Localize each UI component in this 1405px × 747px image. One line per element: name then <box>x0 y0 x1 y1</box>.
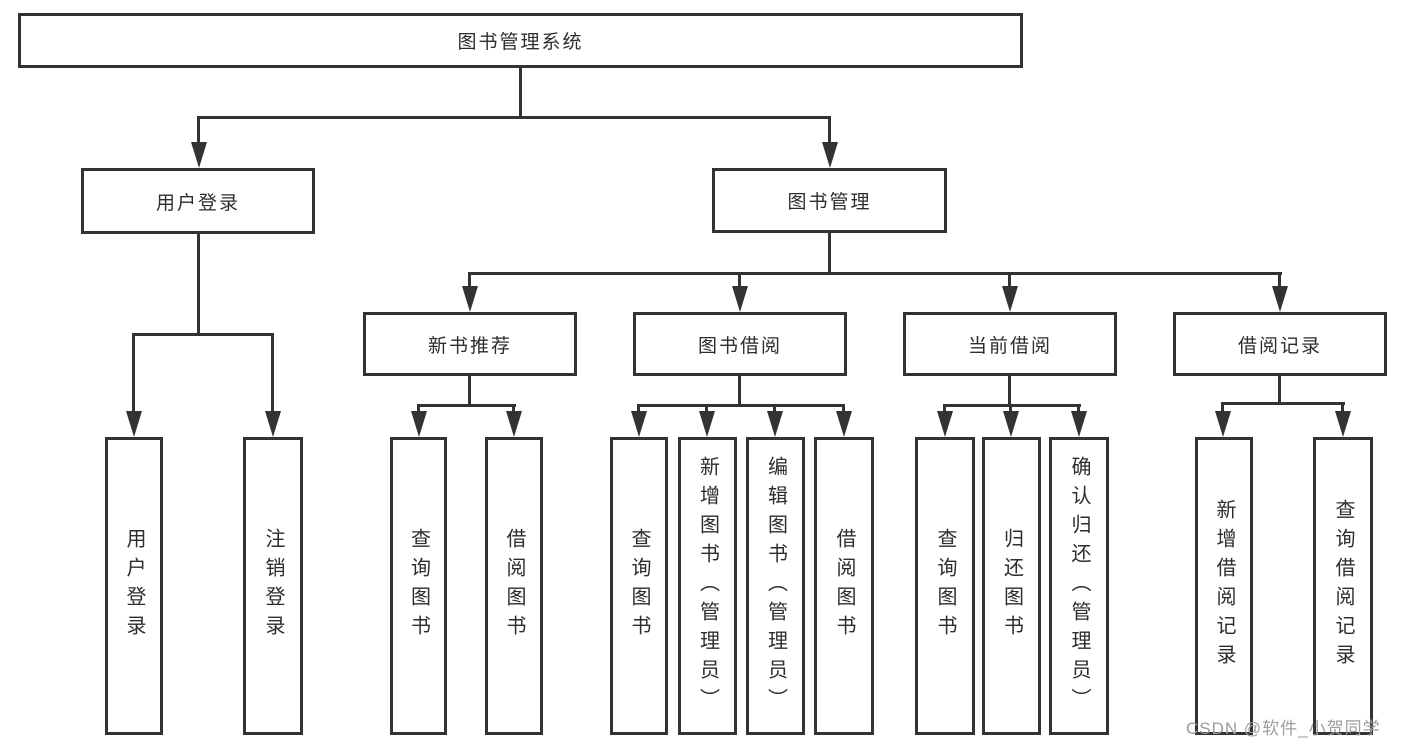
connector-line <box>1009 404 1012 413</box>
arrow-down-icon <box>411 411 427 437</box>
connector-line <box>1221 402 1224 413</box>
arrow-down-icon <box>1071 411 1087 437</box>
arrow-down-icon <box>462 286 478 312</box>
connector-line <box>197 116 200 144</box>
leaf-user-login: 用户登录 <box>105 437 163 735</box>
leaf-add-book-admin: 新增图书（管理员） <box>678 437 737 735</box>
leaf-edit-book-admin-label: 编辑图书（管理员） <box>764 455 787 717</box>
leaf-confirm-return-admin-label: 确认归还（管理员） <box>1068 455 1090 717</box>
leaf-borrow-book-recommend-label: 借阅图书 <box>503 528 525 644</box>
csdn-watermark: CSDN @软件_小贺同学 <box>1186 719 1381 738</box>
leaf-query-book-current: 查询图书 <box>915 437 975 735</box>
connector-line <box>1008 376 1011 407</box>
connector-line <box>943 404 1081 407</box>
arrow-down-icon <box>265 411 281 437</box>
leaf-query-book-recommend-label: 查询图书 <box>407 528 430 644</box>
node-book-borrow-label: 图书借阅 <box>697 335 782 357</box>
arrow-down-icon <box>631 411 647 437</box>
node-book-management: 图书管理 <box>712 168 947 233</box>
connector-line <box>1278 376 1281 405</box>
leaf-return-book-label: 归还图书 <box>1000 528 1023 644</box>
node-user-login: 用户登录 <box>81 168 315 234</box>
arrow-down-icon <box>1335 411 1351 437</box>
connector-line <box>271 333 274 413</box>
connector-line <box>1221 402 1345 405</box>
connector-line <box>738 376 741 407</box>
node-borrow-record: 借阅记录 <box>1173 312 1387 376</box>
connector-line <box>132 333 135 413</box>
connector-line <box>828 233 831 275</box>
arrow-down-icon <box>1272 286 1288 312</box>
node-new-book-recommend-label: 新书推荐 <box>427 335 512 357</box>
arrow-down-icon <box>1003 411 1019 437</box>
node-borrow-record-label: 借阅记录 <box>1237 335 1322 357</box>
node-book-management-label: 图书管理 <box>787 192 872 213</box>
connector-line <box>1008 272 1011 288</box>
leaf-user-login-label: 用户登录 <box>123 528 145 644</box>
arrow-down-icon <box>1002 286 1018 312</box>
leaf-add-book-admin-label: 新增图书（管理员） <box>696 455 719 717</box>
connector-line <box>197 116 831 119</box>
connector-line <box>468 272 471 288</box>
node-root: 图书管理系统 <box>18 13 1023 68</box>
arrow-down-icon <box>836 411 852 437</box>
arrow-down-icon <box>767 411 783 437</box>
node-current-borrow: 当前借阅 <box>903 312 1117 376</box>
connector-line <box>1341 402 1344 413</box>
node-new-book-recommend: 新书推荐 <box>363 312 577 376</box>
connector-line <box>132 333 274 336</box>
arrow-down-icon <box>1215 411 1231 437</box>
arrow-down-icon <box>126 411 142 437</box>
leaf-query-borrow-record: 查询借阅记录 <box>1313 437 1373 735</box>
connector-line <box>417 404 420 413</box>
leaf-query-book-recommend: 查询图书 <box>390 437 447 735</box>
leaf-query-borrow-record-label: 查询借阅记录 <box>1332 499 1354 673</box>
leaf-add-borrow-record-label: 新增借阅记录 <box>1213 499 1235 673</box>
arrow-down-icon <box>699 411 715 437</box>
leaf-borrow-book-recommend: 借阅图书 <box>485 437 543 735</box>
leaf-logout: 注销登录 <box>243 437 303 735</box>
connector-line <box>842 404 845 413</box>
leaf-query-book-borrow-label: 查询图书 <box>628 528 650 644</box>
leaf-query-book-borrow: 查询图书 <box>610 437 668 735</box>
connector-line <box>943 404 946 413</box>
leaf-borrow-book: 借阅图书 <box>814 437 874 735</box>
node-user-login-label: 用户登录 <box>155 192 240 214</box>
node-current-borrow-label: 当前借阅 <box>967 335 1052 357</box>
connector-line <box>773 404 776 413</box>
arrow-down-icon <box>732 286 748 312</box>
connector-line <box>1077 404 1080 413</box>
connector-line <box>705 404 708 413</box>
connector-line <box>512 404 515 413</box>
connector-line <box>637 404 640 413</box>
connector-line <box>417 404 516 407</box>
connector-line <box>828 116 831 144</box>
node-book-borrow: 图书借阅 <box>633 312 847 376</box>
arrow-down-icon <box>191 142 207 168</box>
arrow-down-icon <box>506 411 522 437</box>
node-root-label: 图书管理系统 <box>457 32 584 53</box>
connector-line <box>519 68 522 119</box>
connector-line <box>1278 272 1281 288</box>
leaf-confirm-return-admin: 确认归还（管理员） <box>1049 437 1109 735</box>
connector-line <box>197 234 200 336</box>
leaf-query-book-current-label: 查询图书 <box>934 528 956 644</box>
leaf-add-borrow-record: 新增借阅记录 <box>1195 437 1253 735</box>
leaf-return-book: 归还图书 <box>982 437 1041 735</box>
leaf-edit-book-admin: 编辑图书（管理员） <box>746 437 805 735</box>
leaf-logout-label: 注销登录 <box>262 528 284 644</box>
connector-line <box>738 272 741 288</box>
connector-line <box>468 376 471 407</box>
leaf-borrow-book-label: 借阅图书 <box>833 528 855 644</box>
arrow-down-icon <box>822 142 838 168</box>
connector-line <box>637 404 845 407</box>
connector-line <box>468 272 1282 275</box>
arrow-down-icon <box>937 411 953 437</box>
